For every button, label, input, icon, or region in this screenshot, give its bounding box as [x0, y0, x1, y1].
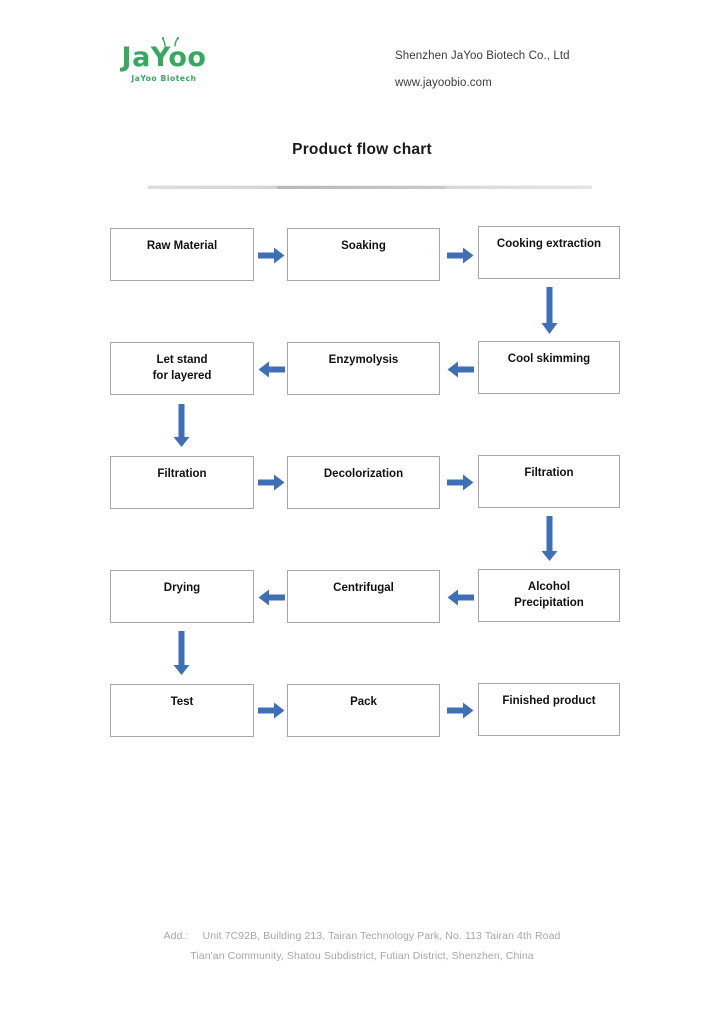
company-name: Shenzhen JaYoo Biotech Co., Ltd: [395, 50, 570, 62]
flow-node-filtration-2[interactable]: Filtration: [478, 455, 620, 508]
flow-node-label: Let stand for layered: [152, 354, 212, 382]
arrow-left-alcohol-precipitation-to-centrifugal: [447, 589, 474, 606]
flow-node-drying[interactable]: Drying: [110, 570, 254, 623]
flow-node-cool-skimming[interactable]: Cool skimming: [478, 341, 620, 394]
page-header: JaYoo JaYoo Biotech Shenzhen JaYoo Biote…: [0, 0, 724, 110]
company-info: Shenzhen JaYoo Biotech Co., Ltd www.jayo…: [395, 50, 570, 89]
arrow-down-drying-to-test: [173, 631, 190, 676]
logo-subtitle: JaYoo Biotech: [131, 74, 197, 83]
footer-address-line-2: Tian'an Community, Shatou Subdistrict, F…: [190, 950, 534, 962]
flow-node-label: Filtration: [524, 467, 574, 479]
flow-node-label: Pack: [350, 696, 377, 708]
flow-node-pack[interactable]: Pack: [287, 684, 440, 737]
flow-node-label: Raw Material: [146, 240, 218, 252]
flow-node-centrifugal[interactable]: Centrifugal: [287, 570, 440, 623]
flow-node-cooking-extraction[interactable]: Cooking extraction: [478, 226, 620, 279]
flow-node-filtration-1[interactable]: Filtration: [110, 456, 254, 509]
footer-address-text-1: Unit 7C92B, Building 213, Tairan Technol…: [202, 930, 561, 942]
logo-wordmark: JaYoo: [121, 42, 207, 73]
page-footer: Add.: Unit 7C92B, Building 213, Tairan Te…: [0, 930, 724, 962]
flow-node-label: Decolorization: [323, 468, 404, 480]
arrow-right-test-to-pack: [258, 702, 285, 719]
arrow-down-filtration-to-alcohol-precipitation: [541, 516, 558, 562]
flow-node-label: Cool skimming: [507, 353, 591, 365]
arrow-down-let-stand-to-filtration: [173, 404, 190, 448]
flow-node-label: Drying: [163, 582, 201, 594]
arrow-right-raw-material-to-soaking: [258, 247, 285, 264]
flow-node-let-stand-for-layered[interactable]: Let stand for layered: [110, 342, 254, 395]
brand-logo: JaYoo JaYoo Biotech: [116, 37, 212, 83]
flow-node-soaking[interactable]: Soaking: [287, 228, 440, 281]
arrow-left-centrifugal-to-drying: [258, 589, 285, 606]
flow-node-test[interactable]: Test: [110, 684, 254, 737]
flow-node-label: Filtration: [157, 468, 207, 480]
flow-node-decolorization[interactable]: Decolorization: [287, 456, 440, 509]
arrow-right-soaking-to-cooking-extraction: [447, 247, 474, 264]
arrow-right-filtration-to-decolorization: [258, 474, 285, 491]
arrow-right-decolorization-to-filtration: [447, 474, 474, 491]
footer-address-line-1: Add.: Unit 7C92B, Building 213, Tairan Te…: [0, 930, 724, 942]
flow-node-label: Cooking extraction: [496, 238, 602, 250]
page-title: Product flow chart: [292, 141, 432, 158]
flow-node-label: Alcohol Precipitation: [514, 581, 584, 609]
title-divider: [148, 185, 592, 189]
flow-node-label: Enzymolysis: [328, 354, 399, 366]
flow-node-label: Soaking: [341, 240, 386, 252]
flow-node-enzymolysis[interactable]: Enzymolysis: [287, 342, 440, 395]
company-website: www.jayoobio.com: [395, 77, 492, 89]
arrow-left-enzymolysis-to-let-stand: [258, 361, 285, 378]
flow-node-label: Finished product: [502, 695, 596, 707]
flow-node-alcohol-precipitation[interactable]: Alcohol Precipitation: [478, 569, 620, 622]
flow-node-label: Test: [170, 696, 194, 708]
flow-node-label: Centrifugal: [333, 582, 394, 594]
flow-node-raw-material[interactable]: Raw Material: [110, 228, 254, 281]
arrow-right-pack-to-finished-product: [447, 702, 474, 719]
arrow-left-cool-skimming-to-enzymolysis: [447, 361, 474, 378]
flow-node-finished-product[interactable]: Finished product: [478, 683, 620, 736]
leaf-sprout-icon: [162, 37, 180, 47]
footer-address-label: Add.:: [163, 930, 189, 942]
arrow-down-cooking-extraction-to-cool-skimming: [541, 287, 558, 335]
